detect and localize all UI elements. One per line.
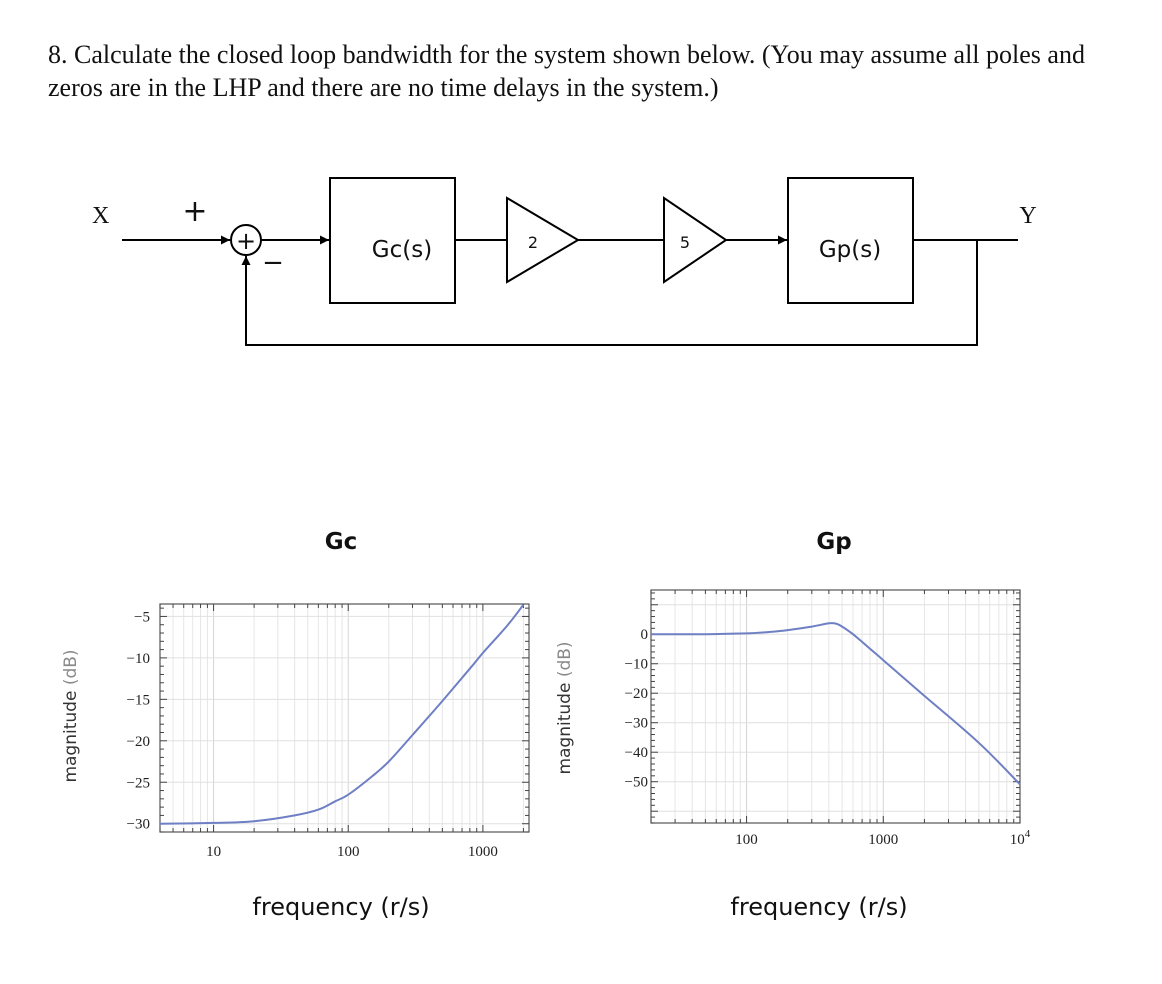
input-label: X: [92, 203, 109, 229]
gp-grid: [650, 590, 1021, 823]
gp-y-tick-labels: 0 −10 −20 −30 −40 −50: [625, 627, 648, 790]
gp-x-tick-label: 104: [1010, 828, 1031, 848]
gp-plot-frame: [650, 589, 1021, 824]
gc-y-tick-label: −20: [127, 734, 150, 750]
gp-y-tick-label: −30: [625, 716, 648, 732]
gp-magnitude-line: [650, 622, 1021, 786]
plus-sign: +: [182, 194, 207, 229]
feedback-path: [241, 240, 978, 346]
block-diagram-labels: X + + − Gc(s) 2 5 Gp(s) Y: [92, 194, 1037, 278]
gc-y-axis-label-main: magnitude: [61, 691, 81, 783]
gc-y-tick-label: −30: [127, 817, 150, 833]
gp-chart: Gp magnitude (dB) 100 1000 104 0 −10 −20 −30 −…: [555, 529, 1031, 921]
gp-y-tick-label: 0: [641, 627, 649, 643]
gc-y-tick-label: −5: [134, 609, 150, 625]
gp-x-tick-label: 1000: [868, 832, 898, 848]
gc-x-axis-label: frequency (r/s): [252, 893, 429, 921]
gc-x-tick-label: 1000: [468, 844, 498, 860]
gc-y-axis-label-unit: (dB): [61, 649, 81, 685]
gc-x-tick-labels: 10 100 1000: [206, 844, 498, 860]
gc-x-tick-label: 100: [337, 844, 360, 860]
gain2-triangle: [663, 196, 728, 284]
gp-x-tick-labels: 100 1000 104: [735, 828, 1030, 848]
gp-y-tick-label: −40: [625, 745, 648, 761]
gp-ticks: [650, 590, 1021, 824]
gc-x-tick-label: 10: [206, 844, 221, 860]
gp-y-tick-label: −50: [625, 775, 648, 791]
gc-y-tick-label: −10: [127, 651, 150, 667]
plant-label: Gp(s): [819, 237, 881, 263]
output-label: Y: [1019, 203, 1036, 229]
controller-label: Gc(s): [372, 237, 432, 263]
gain2-label: 5: [680, 233, 690, 252]
gp-chart-title: Gp: [816, 529, 851, 555]
gp-y-axis-label-main: magnitude: [555, 683, 575, 775]
junction-symbol: +: [236, 227, 256, 255]
gp-x-tick-exponent: 4: [1025, 828, 1031, 840]
gain1-label: 2: [528, 233, 538, 252]
gc-chart-title: Gc: [325, 529, 358, 555]
gc-plot-frame: [159, 603, 530, 833]
gp-y-axis-label: magnitude (dB): [555, 641, 575, 774]
gc-y-tick-label: −25: [127, 775, 150, 791]
gp-x-tick-label: 100: [735, 832, 758, 848]
minus-sign: −: [262, 248, 284, 278]
gp-y-axis-label-unit: (dB): [555, 641, 575, 677]
gp-x-axis-label: frequency (r/s): [730, 893, 907, 921]
gc-y-tick-label: −15: [127, 692, 150, 708]
gain1-triangle: [506, 196, 580, 284]
gc-y-tick-labels: −5 −10 −15 −20 −25 −30: [127, 609, 150, 832]
question-text: 8. Calculate the closed loop bandwidth f…: [48, 40, 1085, 102]
gp-y-tick-label: −10: [625, 657, 648, 673]
block-diagram: [122, 177, 1018, 346]
gc-magnitude-line: [159, 604, 525, 825]
gc-ticks: [159, 604, 529, 833]
gp-y-tick-label: −20: [625, 686, 648, 702]
gc-y-axis-label: magnitude (dB): [61, 649, 81, 782]
